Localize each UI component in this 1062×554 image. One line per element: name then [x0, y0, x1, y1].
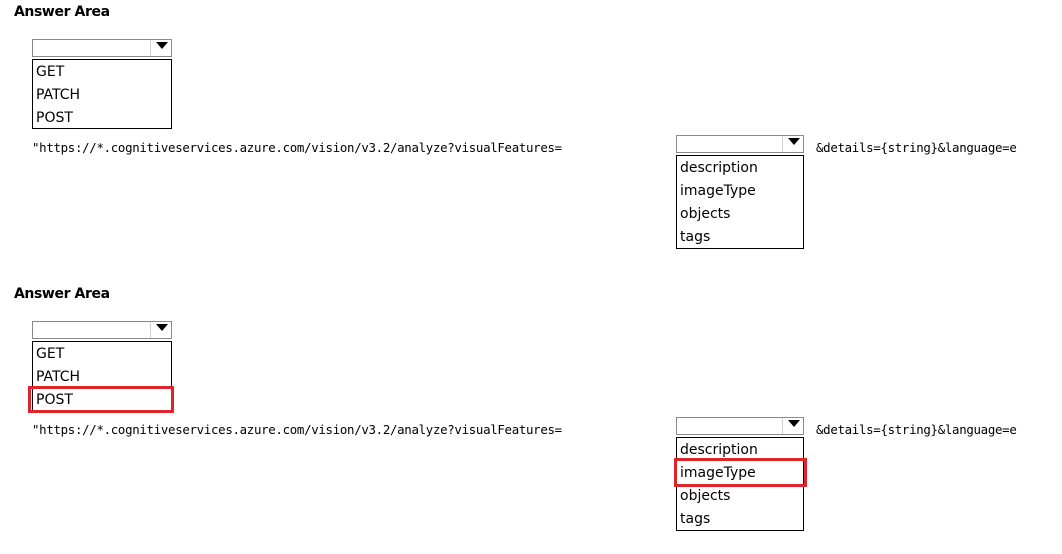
feature-option-objects[interactable]: objects	[680, 488, 731, 504]
feature-option-tags[interactable]: tags	[680, 511, 711, 527]
dropdown-separator	[150, 322, 151, 338]
method-option-get[interactable]: GET	[36, 346, 65, 362]
method-option-patch[interactable]: PATCH	[36, 369, 81, 385]
feature-option-description[interactable]: description	[680, 160, 758, 176]
feature-option-tags[interactable]: tags	[680, 229, 711, 245]
selected-method-highlight	[28, 386, 174, 413]
chevron-down-icon[interactable]	[156, 42, 168, 49]
visual-features-options-list: description imageType objects tags	[676, 155, 804, 249]
method-option-post[interactable]: POST	[36, 392, 73, 408]
chevron-down-icon[interactable]	[788, 138, 800, 145]
chevron-down-icon[interactable]	[788, 420, 800, 427]
method-options-list: GET PATCH POST	[32, 59, 172, 129]
dropdown-separator	[150, 40, 151, 56]
feature-option-imagetype[interactable]: imageType	[680, 465, 756, 481]
url-prefix-text: "https://*.cognitiveservices.azure.com/v…	[32, 422, 562, 437]
method-options-list: GET PATCH POST	[32, 341, 172, 411]
url-prefix-text: "https://*.cognitiveservices.azure.com/v…	[32, 140, 562, 155]
dropdown-separator	[782, 136, 783, 152]
answer-area-solution: Answer Area GET PATCH POST "https://*.co…	[0, 282, 1062, 554]
url-suffix-text: &details={string}&language=e	[816, 140, 1017, 155]
url-suffix-text: &details={string}&language=e	[816, 422, 1017, 437]
dropdown-separator	[782, 418, 783, 434]
visual-features-dropdown[interactable]	[676, 417, 804, 435]
visual-features-dropdown[interactable]	[676, 135, 804, 153]
selected-feature-highlight	[674, 458, 807, 487]
answer-area-title: Answer Area	[14, 4, 110, 20]
feature-option-description[interactable]: description	[680, 442, 758, 458]
answer-area-question: Answer Area GET PATCH POST "https://*.co…	[0, 0, 1062, 272]
method-option-patch[interactable]: PATCH	[36, 87, 81, 103]
feature-option-objects[interactable]: objects	[680, 206, 731, 222]
method-dropdown[interactable]	[32, 39, 172, 57]
method-dropdown[interactable]	[32, 321, 172, 339]
method-option-post[interactable]: POST	[36, 110, 73, 126]
feature-option-imagetype[interactable]: imageType	[680, 183, 756, 199]
method-option-get[interactable]: GET	[36, 64, 65, 80]
answer-area-title: Answer Area	[14, 286, 110, 302]
chevron-down-icon[interactable]	[156, 324, 168, 331]
